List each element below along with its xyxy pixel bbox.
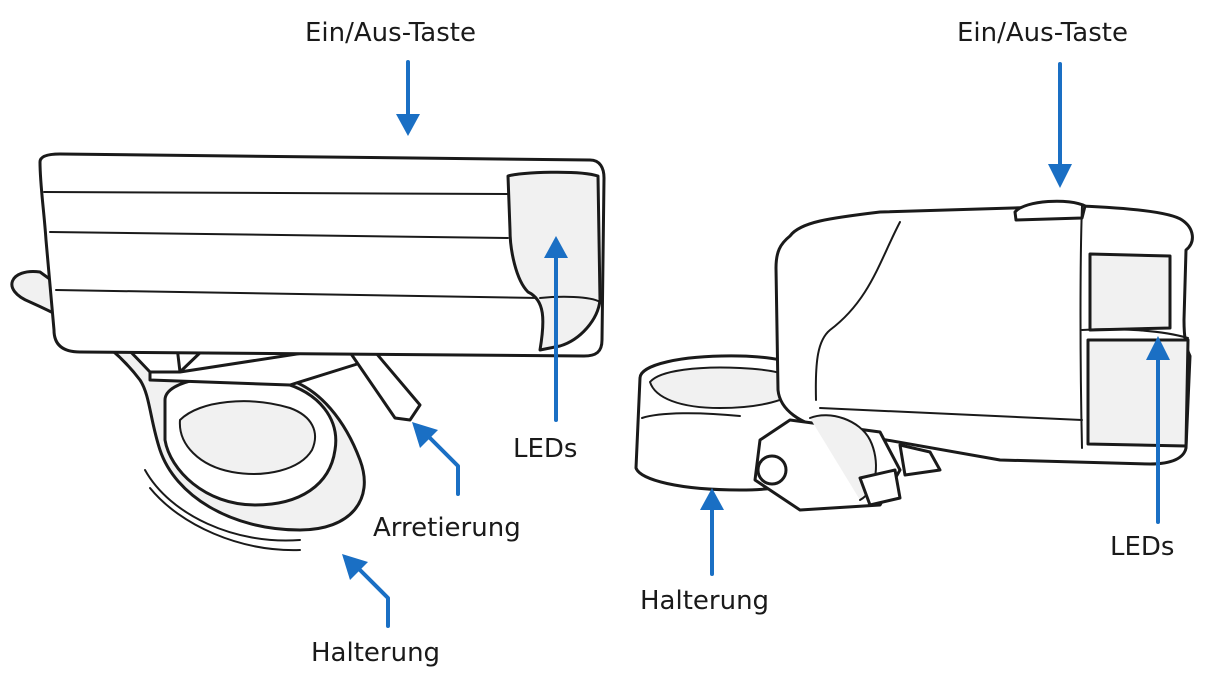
right-leds-arrowhead	[1146, 336, 1170, 360]
right-mount-arrowhead	[700, 488, 724, 510]
left-leds-arrowhead	[544, 236, 568, 258]
left-lamp-drawing	[10, 152, 606, 552]
left-lock-label: Arretierung	[373, 513, 521, 543]
right-lamp-body	[774, 199, 1194, 466]
right-lamp-drawing	[634, 199, 1194, 512]
right-top-button	[1013, 199, 1087, 222]
left-leds-label: LEDs	[513, 434, 578, 464]
right-joint	[753, 414, 942, 512]
left-power-arrowhead	[396, 114, 420, 136]
left-lamp-body	[38, 152, 606, 358]
pointer-arrows	[342, 60, 1170, 628]
left-power-button-label: Ein/Aus-Taste	[305, 18, 476, 48]
left-lock-arrow	[426, 434, 460, 496]
right-power-arrowhead	[1048, 164, 1072, 188]
left-mount-arrowhead	[342, 554, 368, 580]
left-mount-arrow	[356, 566, 390, 628]
right-led-window	[1088, 252, 1172, 332]
right-power-button-label: Ein/Aus-Taste	[957, 18, 1128, 48]
right-leds-label: LEDs	[1110, 532, 1175, 562]
left-lock-arrowhead	[412, 422, 438, 448]
right-mount-label: Halterung	[640, 586, 770, 616]
left-mount-label: Halterung	[311, 638, 441, 668]
